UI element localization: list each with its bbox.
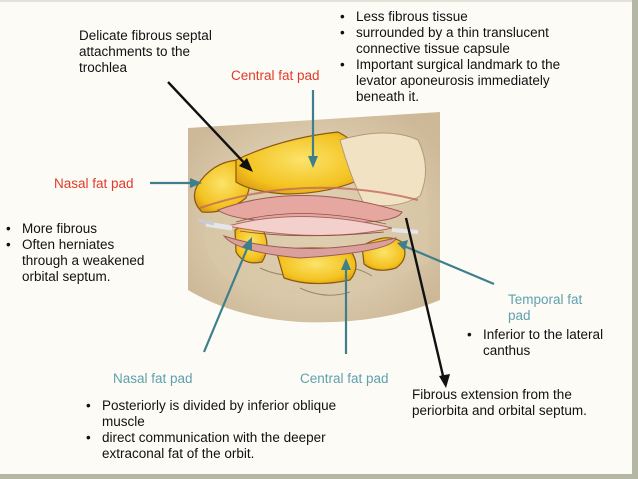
lower-note-2: direct communication with the deeperextr… — [82, 430, 336, 462]
lower-fat-pad-notes: Posteriorly is divided by inferior obliq… — [82, 398, 336, 462]
pointer-delicate-septal — [167, 81, 250, 169]
frame-bottom-edge — [0, 474, 638, 479]
frame-right-edge — [632, 0, 638, 479]
central-fat-pad-top-label: Central fat pad — [231, 68, 320, 83]
nasal-fat-pad-upper-label: Nasal fat pad — [54, 176, 134, 191]
fibrous-extension-label: Fibrous extension from the periorbita an… — [412, 387, 587, 418]
nasal-fat-pad-lower-label: Nasal fat pad — [113, 371, 193, 386]
central-note-1: Less fibrous tissue — [336, 9, 560, 25]
lower-eyelid — [222, 235, 397, 259]
central-note-2: surrounded by a thin translucentconnecti… — [336, 25, 560, 57]
pointer-temporal-fat-pad — [403, 244, 495, 286]
nasal-note-1: More fibrous — [2, 221, 144, 237]
central-note-3: Important surgical landmark to thelevato… — [336, 57, 560, 105]
delicate-septal-label: Delicate fibrous septal attachments to t… — [79, 28, 212, 75]
eyelid-aperture — [227, 215, 393, 237]
pointer-fibrous-extension — [404, 217, 446, 381]
central-fat-pad-notes: Less fibrous tissue surrounded by a thin… — [336, 9, 560, 105]
lacrimal-gland-shape — [339, 132, 426, 207]
temporal-fat-pad-label: Temporal fat pad — [508, 292, 583, 323]
lower-note-1: Posteriorly is divided by inferior obliq… — [82, 398, 336, 430]
pointer-nasal-fat-pad-lower — [202, 243, 251, 353]
frame-top-edge — [0, 0, 632, 2]
central-fat-pad-lower-label: Central fat pad — [300, 371, 389, 386]
